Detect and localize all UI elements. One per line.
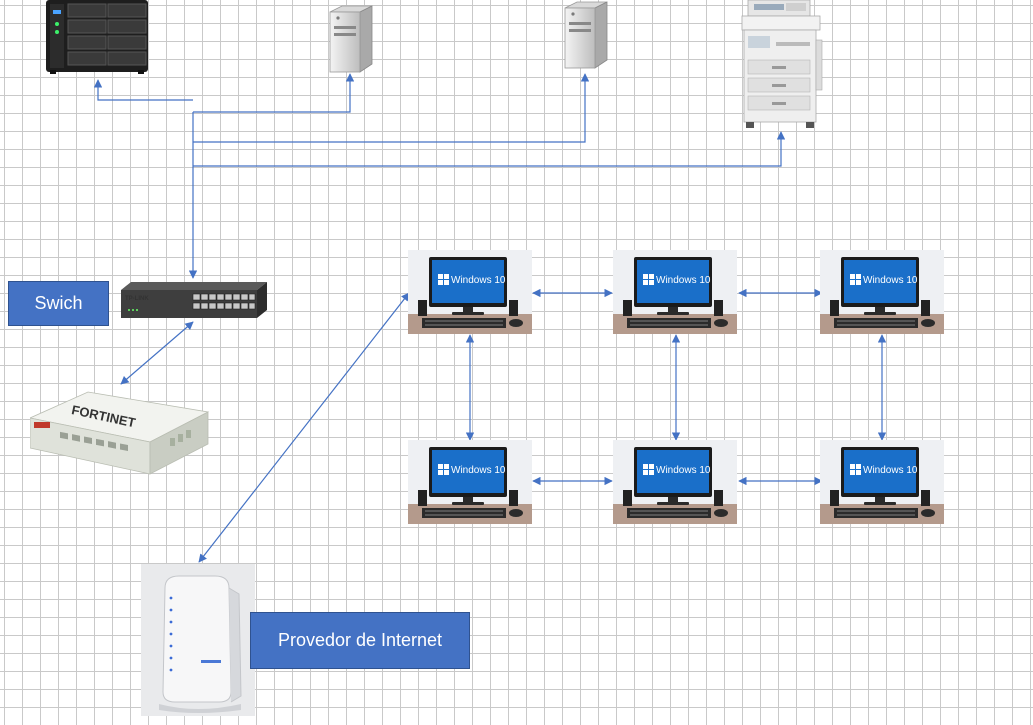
desktop-computer-icon: Windows 10 [408,250,532,334]
link-server-1 [193,73,355,113]
internet-provider-label: Provedor de Internet [250,612,470,669]
desktop-computer-icon: Windows 10 [820,250,944,334]
screen-text: Windows 10 [656,465,711,476]
modem-device [141,564,255,716]
printer-device [738,0,824,130]
server-2-device [561,0,611,70]
workstation-3: Windows 10 [820,250,944,334]
screen-text: Windows 10 [451,465,506,476]
screen-text: Windows 10 [863,465,918,476]
desktop-computer-icon: Windows 10 [613,250,737,334]
firewall-device: FORTINET [28,390,210,480]
desktop-computer-icon: Windows 10 [613,440,737,524]
link-printer [193,131,786,167]
server-1-device [326,4,376,74]
screen-text: Windows 10 [656,275,711,286]
desktop-computer-icon: Windows 10 [820,440,944,524]
network-switch-icon: TP-LINK [121,282,267,318]
nas-device [44,0,150,75]
nas-icon [46,0,148,74]
desktop-computer-icon: Windows 10 [408,440,532,524]
modem-icon [141,564,255,716]
link-switch-firewall [120,321,194,385]
switch-label: Swich [8,281,109,326]
link-nas [93,79,193,101]
workstation-4: Windows 10 [408,440,532,524]
screen-text: Windows 10 [451,275,506,286]
workstation-2: Windows 10 [613,250,737,334]
screen-text: Windows 10 [863,275,918,286]
workstation-1: Windows 10 [408,250,532,334]
printer-icon [741,0,823,128]
server-icon [329,5,373,73]
firewall-icon: FORTINET [28,391,210,475]
workstation-5: Windows 10 [613,440,737,524]
server-icon [564,1,608,69]
link-modem-workstation [198,292,410,563]
switch-brand: TP-LINK [125,296,149,302]
switch-device: TP-LINK [117,280,269,320]
workstation-6: Windows 10 [820,440,944,524]
link-server-2 [193,73,590,143]
